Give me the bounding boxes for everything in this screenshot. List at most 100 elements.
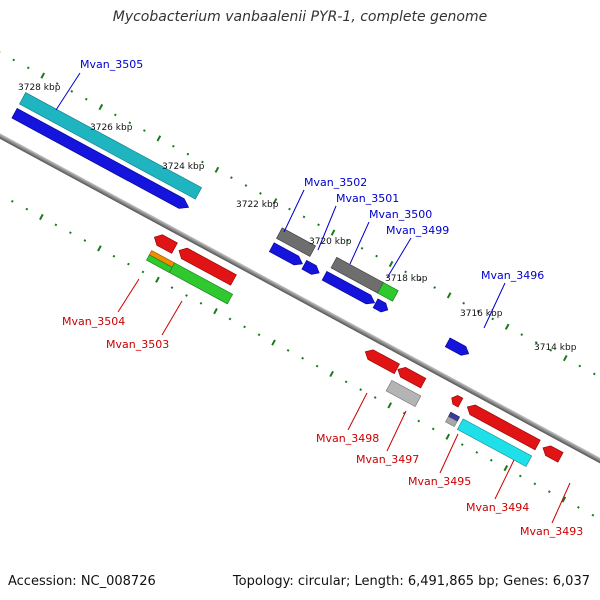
gene-arrow-mvan-3501[interactable] bbox=[301, 259, 322, 277]
leader-line-mvan-3500 bbox=[349, 221, 370, 265]
scale-dot bbox=[172, 144, 175, 148]
scale-tick-label: 3722 kbp bbox=[236, 200, 279, 210]
scale-dot bbox=[201, 160, 204, 164]
gene-arrow-mvan-3496[interactable] bbox=[444, 337, 471, 358]
scale-dot bbox=[186, 152, 190, 156]
scale-dot bbox=[373, 396, 377, 399]
gene-label-mvan-3494[interactable]: Mvan_3494 bbox=[466, 501, 529, 514]
leader-line-mvan-3496 bbox=[483, 282, 506, 329]
gene-label-mvan-3503[interactable]: Mvan_3503 bbox=[106, 338, 169, 351]
scale-tick-label: 3728 kbp bbox=[18, 83, 61, 93]
scale-dot bbox=[534, 341, 538, 344]
scale-dot bbox=[315, 364, 319, 368]
gene-arrow-mvan-3498[interactable] bbox=[363, 347, 400, 375]
scale-dot bbox=[475, 451, 479, 454]
gene-label-mvan-3500[interactable]: Mvan_3500 bbox=[369, 208, 432, 221]
gene-label-mvan-3505[interactable]: Mvan_3505 bbox=[80, 58, 143, 71]
gene-arrow-mvan-3499[interactable] bbox=[372, 298, 390, 314]
gene-label-mvan-3498[interactable]: Mvan_3498 bbox=[316, 432, 379, 445]
scale-dot bbox=[329, 370, 334, 378]
gene-arrow-mvan-3494-cyan[interactable] bbox=[456, 418, 533, 467]
gene-arrow-mvan-3497-red[interactable] bbox=[395, 365, 427, 389]
leader-line-mvan-3494 bbox=[494, 459, 515, 500]
scale-dot bbox=[301, 356, 304, 360]
scale-dot bbox=[40, 72, 46, 79]
gene-label-mvan-3501[interactable]: Mvan_3501 bbox=[336, 192, 399, 205]
leader-line-mvan-3495 bbox=[439, 433, 459, 474]
gene-label-mvan-3497[interactable]: Mvan_3497 bbox=[356, 453, 419, 466]
gene-arrow-mvan-3504-red[interactable] bbox=[152, 232, 178, 254]
gene-label-mvan-3495[interactable]: Mvan_3495 bbox=[408, 475, 471, 488]
scale-dots bbox=[0, 50, 596, 517]
scale-dot bbox=[113, 113, 117, 117]
scale-dot bbox=[578, 364, 582, 368]
scale-tick-label: 3720 kbp bbox=[309, 237, 352, 247]
gene-arrow-mvan-3503-green[interactable] bbox=[168, 262, 234, 305]
gene-arrow-mvan-3493[interactable] bbox=[540, 443, 564, 463]
gene-arrow-mvan-3502-blue[interactable] bbox=[268, 242, 305, 268]
scale-dot bbox=[286, 349, 290, 352]
scale-dot bbox=[84, 97, 88, 101]
scale-dot bbox=[533, 482, 537, 486]
scale-dot bbox=[142, 129, 146, 132]
leader-line-mvan-3498 bbox=[347, 392, 368, 431]
scale-dot bbox=[69, 231, 72, 235]
scale-dot bbox=[199, 301, 203, 305]
scale-dot bbox=[214, 166, 220, 173]
scale-dot bbox=[520, 333, 524, 336]
scale-dot bbox=[433, 286, 436, 289]
gene-label-mvan-3493[interactable]: Mvan_3493 bbox=[520, 525, 583, 538]
scale-dot bbox=[431, 427, 435, 431]
scale-dot bbox=[417, 419, 421, 423]
scale-dot bbox=[213, 308, 218, 315]
gene-label-mvan-3502[interactable]: Mvan_3502 bbox=[304, 176, 367, 189]
gene-labels: Mvan_3505Mvan_3502Mvan_3501Mvan_3500Mvan… bbox=[55, 58, 583, 538]
gene-arrow-mvan-3495-gray[interactable] bbox=[445, 416, 458, 428]
scale-dot bbox=[70, 89, 74, 93]
scale-dot bbox=[25, 207, 29, 211]
gene-label-mvan-3504[interactable]: Mvan_3504 bbox=[62, 315, 125, 328]
scale-dot bbox=[491, 317, 495, 321]
scale-dot bbox=[185, 294, 188, 297]
scale-dot bbox=[562, 355, 568, 362]
scale-dot bbox=[330, 229, 336, 236]
scale-dot bbox=[83, 239, 87, 242]
gene-arrow-mvan-3500-green[interactable] bbox=[377, 282, 399, 302]
scale-dot bbox=[489, 458, 493, 462]
leader-line-mvan-3505 bbox=[55, 72, 81, 111]
scale-dot bbox=[228, 317, 232, 321]
gene-arrow-mvan-3502-gray[interactable] bbox=[276, 227, 317, 257]
scale-dot bbox=[404, 270, 407, 274]
gene-label-mvan-3496[interactable]: Mvan_3496 bbox=[481, 269, 544, 282]
gene-arrow-mvan-3500-blue[interactable] bbox=[321, 270, 377, 307]
genome-backbone bbox=[0, 97, 600, 500]
scale-dot bbox=[547, 490, 551, 494]
scale-dot bbox=[518, 474, 522, 478]
gene-label-mvan-3499[interactable]: Mvan_3499 bbox=[386, 224, 449, 237]
gene-arrow-mvan-3505-cyan[interactable] bbox=[19, 92, 202, 200]
scale-dot bbox=[243, 325, 246, 329]
scale-dot bbox=[418, 278, 422, 282]
genome-summary: Topology: circular; Length: 6,491,865 bp… bbox=[232, 574, 590, 589]
scale-dot bbox=[244, 184, 248, 187]
scale-dot bbox=[462, 301, 466, 305]
leader-line-mvan-3493 bbox=[551, 482, 571, 524]
map-title: Mycobacterium vanbaalenii PYR-1, complet… bbox=[112, 9, 488, 25]
scale-tick-label: 3716 kbp bbox=[460, 309, 503, 319]
scale-dot bbox=[272, 198, 278, 205]
gene-arrow-mvan-3497-gray[interactable] bbox=[385, 379, 422, 408]
scale-dot bbox=[112, 254, 116, 258]
gene-arrow-mvan-3503-red[interactable] bbox=[176, 245, 237, 286]
scale-dot bbox=[97, 245, 102, 252]
gene-arrow-mvan-3494-red[interactable] bbox=[465, 402, 541, 451]
scale-dot bbox=[344, 380, 348, 384]
gene-features bbox=[11, 92, 564, 467]
scale-dot bbox=[460, 443, 464, 446]
gene-arrow-mvan-3495-red[interactable] bbox=[449, 394, 464, 408]
scale-dot bbox=[26, 66, 30, 70]
scale-dot bbox=[259, 192, 262, 195]
scale-dot bbox=[156, 135, 162, 142]
scale-dot bbox=[445, 433, 451, 440]
scale-dot bbox=[346, 239, 349, 242]
gene-arrow-mvan-3505-blue[interactable] bbox=[11, 107, 191, 212]
